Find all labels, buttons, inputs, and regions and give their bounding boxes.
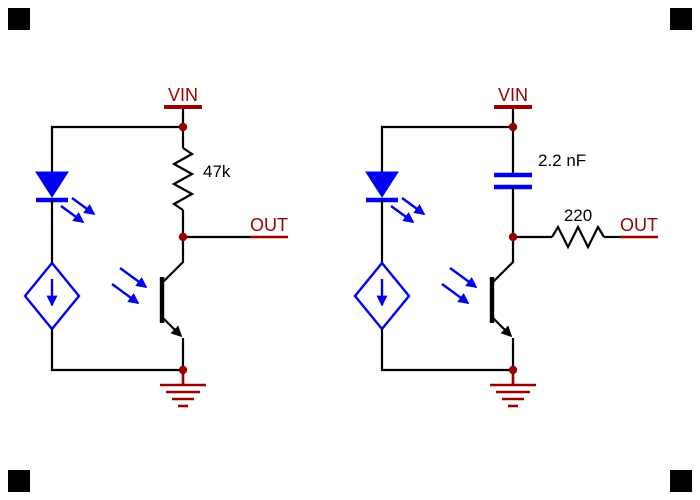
collector-wire <box>491 237 515 284</box>
collector-wire <box>161 237 185 284</box>
led-emission-arrow <box>401 197 426 215</box>
ground-symbol <box>160 370 206 408</box>
node-dot <box>508 122 518 132</box>
out-label: OUT <box>250 215 288 235</box>
corner-marker <box>670 8 692 30</box>
node-dot <box>178 122 188 132</box>
incident-light-arrow <box>111 283 140 304</box>
corner-marker <box>8 8 30 30</box>
vin-label: VIN <box>168 85 198 105</box>
wire <box>380 329 513 372</box>
resistor-zigzag <box>171 147 195 211</box>
circuit-rc: VIN 2.2 nF 220 <box>353 85 658 408</box>
capacitor-symbol <box>494 172 532 190</box>
node-dot <box>508 365 518 375</box>
led-anode-triangle <box>35 171 69 198</box>
node-dot <box>178 232 188 242</box>
wire <box>50 125 183 172</box>
wire <box>50 329 183 372</box>
out-terminal: OUT <box>620 215 658 239</box>
led-symbol <box>365 171 426 223</box>
incident-light-arrow <box>441 283 470 304</box>
vin-label: VIN <box>498 85 528 105</box>
current-source-symbol <box>353 261 411 331</box>
pullup-resistor-symbol <box>171 147 195 211</box>
corner-marker <box>670 470 692 492</box>
emitter-arrow <box>161 316 183 338</box>
phototransistor-symbol <box>111 237 185 370</box>
out-terminal: OUT <box>250 215 288 239</box>
led-symbol <box>35 171 96 223</box>
current-source-symbol <box>23 261 81 331</box>
out-label: OUT <box>620 215 658 235</box>
ground-symbol <box>490 370 536 408</box>
resistor-zigzag <box>551 224 605 250</box>
led-anode-triangle <box>365 171 399 198</box>
resistor-value-label: 220 <box>564 206 592 225</box>
incident-light-arrow <box>119 267 148 288</box>
resistor-value-label: 47k <box>203 162 231 181</box>
vin-terminal: VIN <box>494 85 532 127</box>
node-dot <box>178 365 188 375</box>
vin-terminal: VIN <box>164 85 202 127</box>
phototransistor-symbol <box>441 237 515 370</box>
node-dot <box>508 232 518 242</box>
emitter-arrow <box>491 316 513 338</box>
wire <box>380 125 513 172</box>
led-emission-arrow <box>71 197 96 215</box>
incident-light-arrow <box>449 267 478 288</box>
series-resistor-symbol <box>551 224 605 250</box>
corner-marker <box>8 470 30 492</box>
led-emission-arrow <box>60 205 85 223</box>
led-emission-arrow <box>390 205 415 223</box>
capacitor-value-label: 2.2 nF <box>538 151 586 170</box>
circuit-analog: VIN 47k OUT <box>23 85 288 408</box>
